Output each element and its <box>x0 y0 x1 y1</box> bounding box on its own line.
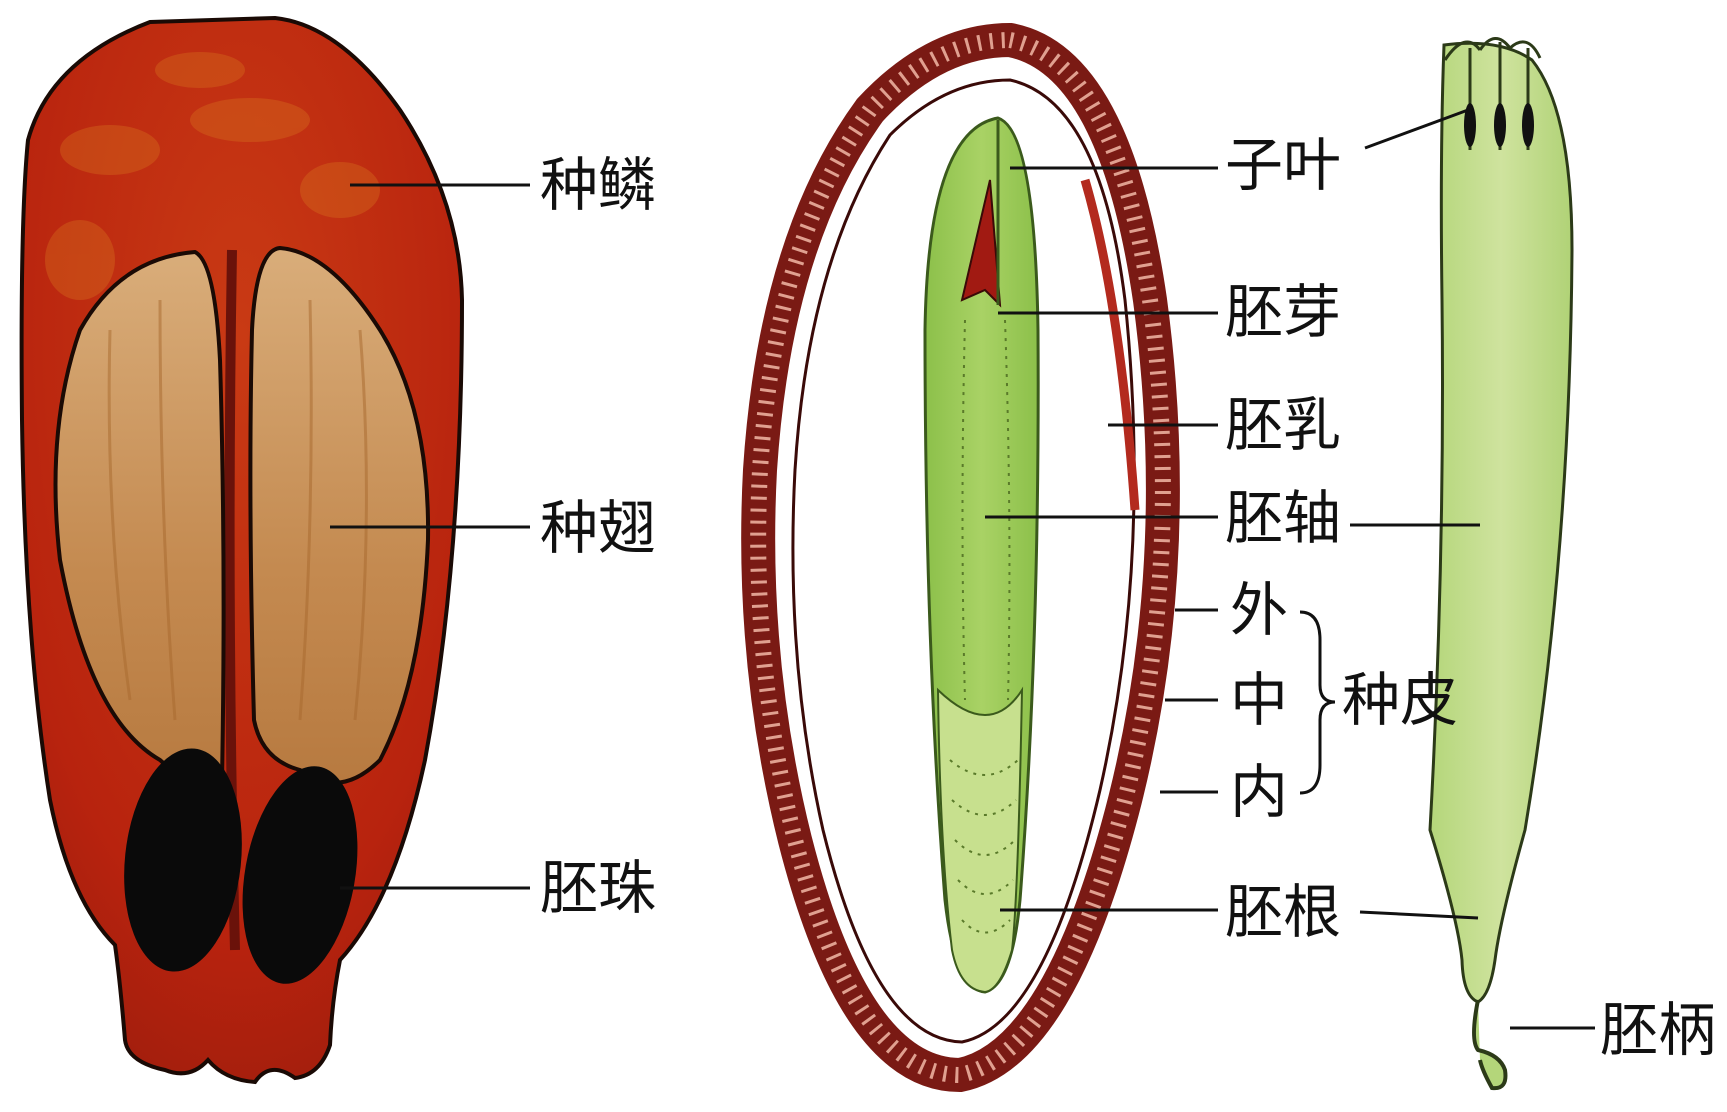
label-ovule: 胚珠 <box>540 854 656 922</box>
label-radicle: 胚根 <box>1225 878 1341 946</box>
seed-section-figure <box>758 40 1163 1075</box>
embryo-isolated <box>1430 43 1572 1002</box>
embryo-figure <box>1430 38 1572 1088</box>
label-seed-scale: 种鳞 <box>540 151 656 219</box>
label-hypocotyl: 胚轴 <box>1225 484 1341 552</box>
label-suspensor: 胚柄 <box>1600 996 1716 1064</box>
label-cotyledon: 子叶 <box>1225 131 1341 199</box>
label-endosperm: 胚乳 <box>1225 391 1341 459</box>
suspensor-shape <box>1474 1000 1505 1088</box>
label-outer: 外 <box>1230 576 1288 644</box>
seed-coat-brace <box>1300 612 1335 793</box>
label-plumule: 胚芽 <box>1225 278 1341 346</box>
label-seed-coat: 种皮 <box>1342 666 1458 734</box>
label-seed-wing: 种翅 <box>540 494 656 562</box>
label-middle: 中 <box>1230 666 1288 734</box>
seed-scale-figure <box>22 18 462 1082</box>
label-inner: 内 <box>1230 758 1288 826</box>
